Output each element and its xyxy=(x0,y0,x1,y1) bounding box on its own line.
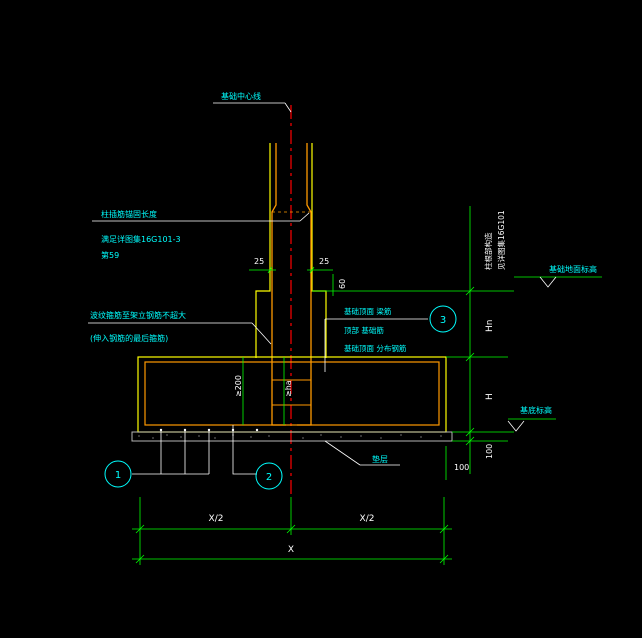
column-outline-right xyxy=(311,143,327,358)
bedding-hatch xyxy=(138,434,442,439)
stirrup-note-line-1: 波纹箍筋至架立钢筋不超大 xyxy=(90,310,186,320)
bottom-elev-marker xyxy=(507,420,525,432)
bubble-2-label: 2 xyxy=(266,472,272,483)
bedding-layer xyxy=(131,431,453,442)
bubble-1-leaders xyxy=(132,430,210,475)
column-outline-left xyxy=(255,143,271,358)
bubble-1-label: 1 xyxy=(115,470,121,481)
bubble-2-leader xyxy=(232,425,257,475)
dim-25-right: 25 xyxy=(319,257,329,266)
dim-60: 60 xyxy=(338,279,347,289)
footing-rebar-cage xyxy=(144,361,440,426)
dim-hn: Hn xyxy=(485,320,495,332)
bubble-1 xyxy=(104,460,132,488)
right-note-line-2: 见详图集16G101 xyxy=(496,210,506,270)
right-note-line-1: 柱根部构造 xyxy=(483,232,493,270)
centerline-label: 基础中心线 xyxy=(221,91,261,101)
top-rebar-line-1: 基础顶面 梁筋 xyxy=(344,306,392,316)
centerline-leader-tick xyxy=(284,102,292,113)
stirrup-note-tick xyxy=(251,322,272,345)
anchor-note-line-1: 柱插筋锚固长度 xyxy=(101,209,157,219)
bottom-dim-lines xyxy=(132,497,452,565)
bedding-label: 垫层 xyxy=(372,454,388,464)
stirrup-note-line-2: (伸入钢筋的最后箍筋) xyxy=(90,333,168,343)
dim-half-left: X/2 xyxy=(209,514,224,524)
ground-elev-label: 基础地面标高 xyxy=(549,264,597,274)
ground-elev-marker xyxy=(539,276,557,288)
bubble-3 xyxy=(429,305,457,333)
bubble-3-label: 3 xyxy=(440,315,446,326)
anchor-note-line-3: 第59 xyxy=(101,250,119,260)
top-rebar-line-3: 基础顶面 分布钢筋 xyxy=(344,343,407,353)
column-rebar-right xyxy=(297,143,312,426)
dim-25-right-tick xyxy=(309,266,315,274)
right-dim-ticks xyxy=(465,286,475,446)
dim-100-bottom: 100 xyxy=(454,463,469,472)
dim-25-left-tick xyxy=(267,266,273,274)
dim-ha: ≥ha xyxy=(284,380,293,397)
anchor-note-line-2: 满足详图集16G101-3 xyxy=(101,234,181,244)
dim-half-right: X/2 xyxy=(360,514,375,524)
dim-200: ≥200 xyxy=(234,375,243,397)
dim-h: H xyxy=(485,393,495,400)
bubble-2 xyxy=(255,462,283,490)
dim-100-right: 100 xyxy=(485,444,494,459)
bedding-leader xyxy=(324,440,361,466)
dim-25-left: 25 xyxy=(254,257,264,266)
bottom-elev-label: 基底标高 xyxy=(520,405,552,415)
anchor-note-tick xyxy=(299,212,310,222)
top-rebar-line-2: 顶部 基础筋 xyxy=(344,325,384,335)
dim-total: X xyxy=(288,545,294,555)
